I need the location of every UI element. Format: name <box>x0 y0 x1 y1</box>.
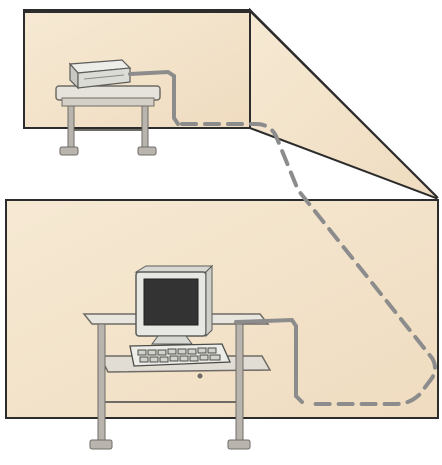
monitor-icon <box>136 266 212 344</box>
keyboard-icon <box>130 344 230 366</box>
lower-room <box>6 200 438 449</box>
lower-room-back-wall <box>6 200 438 418</box>
monitor-screen <box>144 279 198 325</box>
upper-room <box>24 10 438 198</box>
upper-room-back-wall <box>24 10 250 128</box>
